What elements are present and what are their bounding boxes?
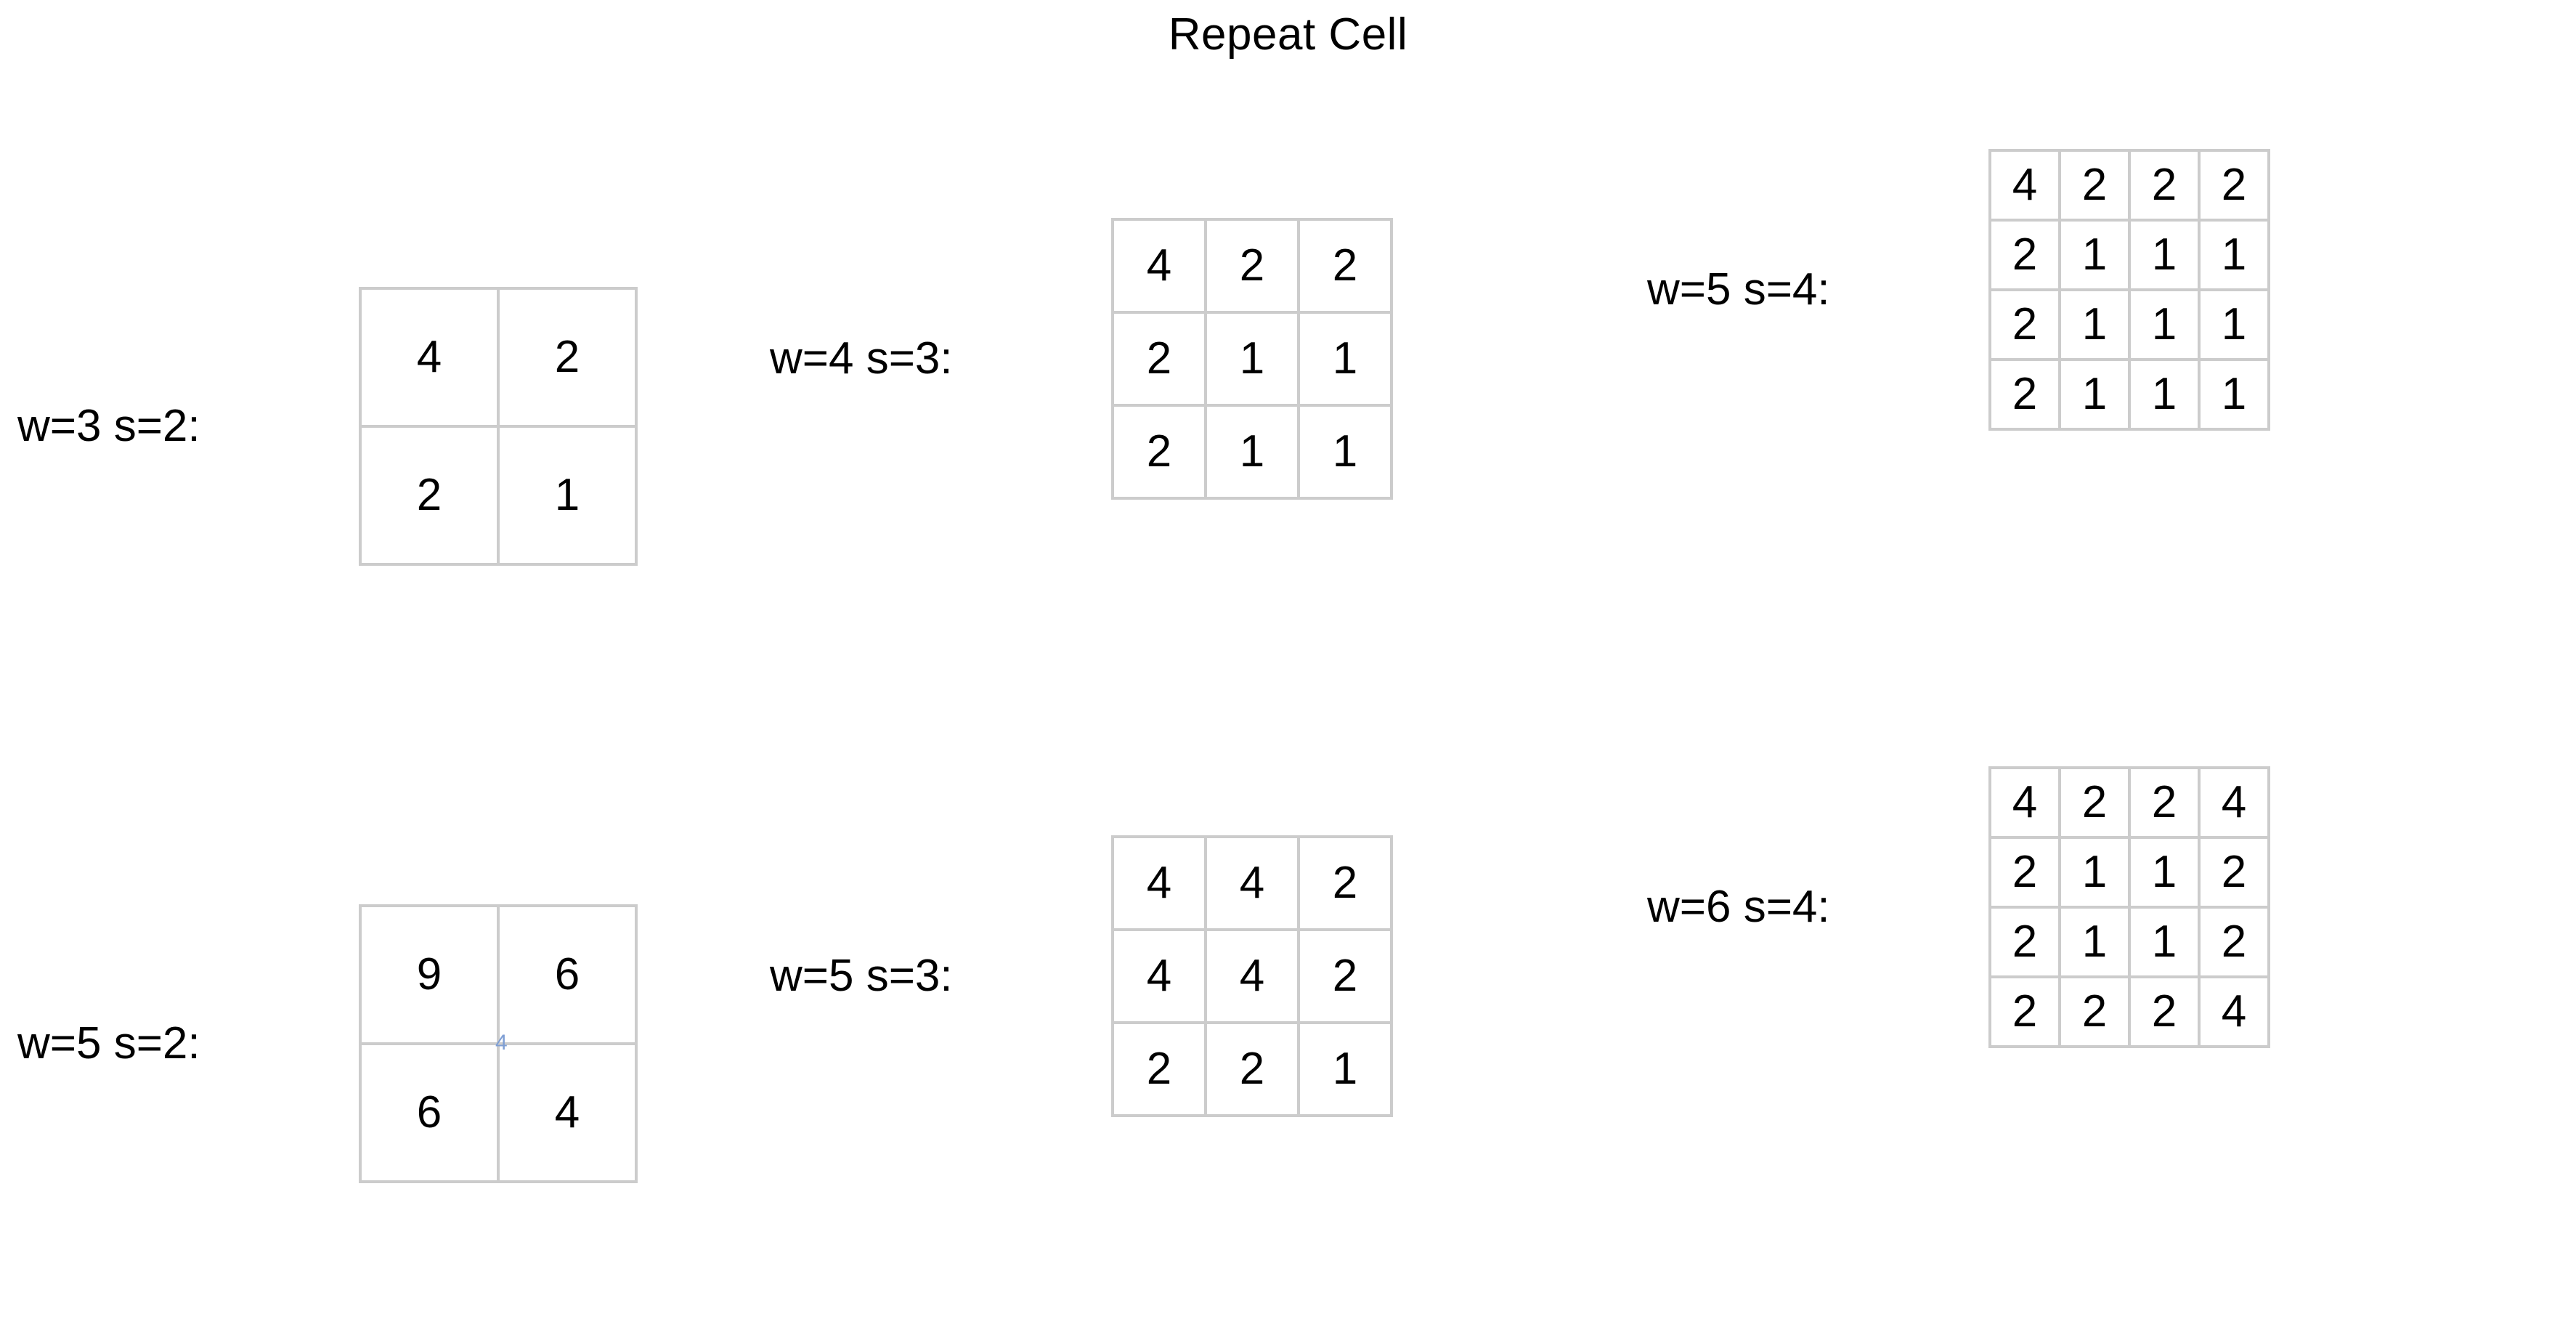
page-title: Repeat Cell [1168, 9, 1408, 60]
example-label: w=5 s=2: [17, 1018, 200, 1068]
grid-cell: 2 [1207, 1024, 1300, 1117]
grid-cell: 2 [362, 428, 500, 566]
grid-cell: 4 [1991, 152, 2061, 222]
grid-cell: 2 [1114, 314, 1207, 407]
grid-cell: 2 [1991, 361, 2061, 431]
grid-cell: 4 [1207, 931, 1300, 1024]
example-label: w=4 s=3: [770, 333, 953, 383]
grid-cell: 1 [2131, 361, 2201, 431]
grid-cell: 2 [1991, 839, 2061, 909]
grid-cell: 9 [362, 907, 500, 1045]
grid-cell: 1 [2201, 361, 2270, 431]
grid-cell: 4 [362, 290, 500, 428]
grid-cell: 4 [2201, 978, 2270, 1048]
grid-cell: 2 [500, 290, 638, 428]
grid-cell: 1 [2131, 291, 2201, 361]
grid-cell: 2 [1300, 221, 1393, 314]
grid-cell: 1 [1207, 407, 1300, 500]
grid-cell: 4 [1114, 221, 1207, 314]
example-label: w=6 s=4: [1647, 882, 1830, 932]
grid-cell: 1 [2061, 839, 2131, 909]
grid-cell: 4 [500, 1045, 638, 1183]
grid-cell: 1 [1300, 1024, 1393, 1117]
grid-cell: 1 [1300, 314, 1393, 407]
grid-cell: 2 [1991, 978, 2061, 1048]
grid-cell: 1 [2061, 222, 2131, 291]
grid-cell: 1 [2201, 222, 2270, 291]
grid-cell: 2 [1114, 1024, 1207, 1117]
grid-cell: 4 [1114, 931, 1207, 1024]
grid-cell: 1 [500, 428, 638, 566]
grid-cell: 2 [2201, 152, 2270, 222]
grid-cell: 2 [2201, 839, 2270, 909]
grid-cell: 1 [2201, 291, 2270, 361]
grid-cell: 1 [2131, 222, 2201, 291]
grid-cell: 1 [2061, 291, 2131, 361]
grid-cell: 6 [500, 907, 638, 1045]
grid-cell: 6 [362, 1045, 500, 1183]
grid-cell: 2 [2201, 909, 2270, 978]
grid-cell: 2 [2131, 152, 2201, 222]
grid-cell: 1 [1207, 314, 1300, 407]
grid-cell: 1 [2061, 361, 2131, 431]
grid-cell: 2 [1991, 222, 2061, 291]
example-label: w=5 s=3: [770, 951, 953, 1001]
grid-cell: 2 [1300, 838, 1393, 931]
grid-cell: 4 [1114, 838, 1207, 931]
example-label: w=5 s=4: [1647, 264, 1830, 314]
grid-cell: 2 [1207, 221, 1300, 314]
grid-cell: 2 [2061, 769, 2131, 839]
grid-cell: 2 [2061, 152, 2131, 222]
example-label: w=3 s=2: [17, 401, 200, 451]
grid-cell: 1 [2131, 909, 2201, 978]
grid-cell: 4 [1207, 838, 1300, 931]
grid-cell: 1 [2131, 839, 2201, 909]
grid-cell: 4 [1991, 769, 2061, 839]
grid-cell: 2 [1114, 407, 1207, 500]
grid-cell: 2 [2131, 978, 2201, 1048]
grid-cell: 2 [2131, 769, 2201, 839]
grid-cell: 2 [1991, 909, 2061, 978]
grid-cell: 2 [1300, 931, 1393, 1024]
grid-cell: 4 [2201, 769, 2270, 839]
grid-cell: 1 [2061, 909, 2131, 978]
grid-cell: 2 [2061, 978, 2131, 1048]
grid-cell: 1 [1300, 407, 1393, 500]
grid-cell: 2 [1991, 291, 2061, 361]
